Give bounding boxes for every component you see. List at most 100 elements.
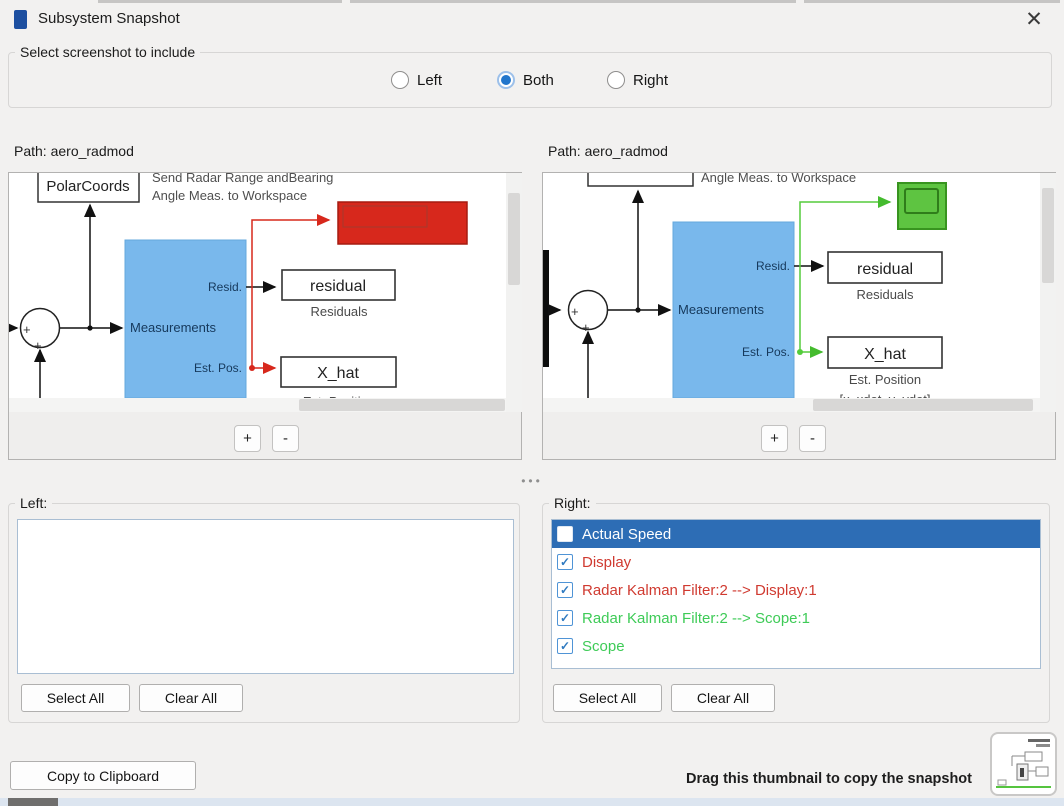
- left-diagram-canvas[interactable]: PolarCoords Send Radar Range andBearing …: [9, 173, 506, 398]
- right-horizontal-scrollbar[interactable]: [543, 398, 1040, 412]
- est-position-caption: Est. Position: [303, 394, 375, 398]
- measurements-port-label: Measurements: [130, 320, 216, 335]
- right-diagram-canvas[interactable]: Angle Meas. to Workspace + + Measurement…: [543, 173, 1040, 398]
- list-item-label: Display: [582, 553, 632, 571]
- list-item-label: Actual Speed: [582, 525, 672, 543]
- sum-plus: +: [582, 320, 590, 335]
- sum-plus: +: [23, 322, 31, 337]
- right-list-groupbox: Right: Actual Speed ✓ Display ✓ Radar Kalman…: [542, 495, 1050, 723]
- background-taskbar-strip: [0, 798, 1064, 806]
- left-zoom-in-button[interactable]: +: [234, 425, 261, 452]
- top-block-partial: [587, 173, 694, 187]
- radio-circle-icon[interactable]: [391, 71, 409, 89]
- scope-screen: [904, 188, 939, 214]
- close-icon[interactable]: ✕: [1025, 7, 1043, 31]
- radio-circle-icon[interactable]: [607, 71, 625, 89]
- list-item[interactable]: ✓ Radar Kalman Filter:2 --> Scope:1: [552, 604, 1040, 632]
- right-path-label: Path: aero_radmod: [548, 143, 668, 159]
- radio-both[interactable]: Both: [497, 71, 554, 89]
- est-position-caption2: [x_xdot_y_ydot]: [839, 392, 930, 398]
- splitter-handle[interactable]: •••: [521, 474, 543, 488]
- radio-label: Right: [633, 71, 669, 89]
- left-list[interactable]: [17, 519, 514, 674]
- list-item[interactable]: ✓ Display: [552, 548, 1040, 576]
- right-list-legend: Right:: [549, 495, 596, 511]
- left-list-groupbox: Left: Select All Clear All: [8, 495, 520, 723]
- checkbox-checked-icon[interactable]: ✓: [557, 554, 573, 570]
- background-window-edge: [804, 0, 1060, 3]
- est-position-caption: Est. Position: [849, 372, 921, 387]
- residual-label: residual: [857, 261, 913, 278]
- dialog-title: Subsystem Snapshot: [38, 10, 180, 27]
- checkbox-unchecked-icon[interactable]: [557, 526, 573, 542]
- sum-block: [19, 307, 61, 349]
- residual-block: [281, 269, 396, 301]
- copy-to-clipboard-button[interactable]: Copy to Clipboard: [10, 761, 196, 790]
- measurements-port-label: Measurements: [678, 302, 764, 317]
- right-diagram-svg: Angle Meas. to Workspace + + Measurement…: [543, 173, 947, 398]
- radio-label: Left: [417, 71, 443, 89]
- app-icon: [14, 10, 27, 29]
- sum-plus: +: [34, 338, 42, 353]
- sum-block: [567, 289, 609, 331]
- residual-label: residual: [310, 278, 366, 295]
- polarcoords-label: PolarCoords: [46, 178, 129, 195]
- radar-kalman-filter-block: [124, 239, 247, 398]
- background-taskbar-item: [8, 798, 58, 806]
- screenshot-groupbox: Select screenshot to include Left Both R…: [8, 44, 1052, 108]
- checkbox-checked-icon[interactable]: ✓: [557, 638, 573, 654]
- residuals-caption: Residuals: [310, 304, 368, 319]
- resid-port-label: Resid.: [756, 259, 790, 273]
- list-item[interactable]: Actual Speed: [552, 520, 1040, 548]
- right-diagram-panel: Angle Meas. to Workspace + + Measurement…: [542, 172, 1056, 460]
- to-workspace-inner-outline: [342, 205, 428, 228]
- annotation-line2: Angle Meas. to Workspace: [152, 188, 307, 203]
- sum-plus: +: [571, 304, 579, 319]
- snapshot-thumbnail[interactable]: [990, 732, 1057, 796]
- left-select-all-button[interactable]: Select All: [21, 684, 130, 712]
- checkbox-checked-icon[interactable]: ✓: [557, 582, 573, 598]
- est-pos-port-label: Est. Pos.: [194, 361, 242, 375]
- residual-block: [827, 251, 943, 284]
- radio-label: Both: [523, 71, 554, 89]
- annotation-line1: Send Radar Range andBearing: [152, 173, 333, 185]
- residuals-caption: Residuals: [856, 287, 914, 302]
- est-pos-port-label: Est. Pos.: [742, 345, 790, 359]
- list-item[interactable]: ✓ Radar Kalman Filter:2 --> Display:1: [552, 576, 1040, 604]
- left-vertical-scrollbar[interactable]: [506, 173, 522, 412]
- background-window-edge: [350, 0, 796, 3]
- right-zoom-in-button[interactable]: +: [761, 425, 788, 452]
- left-diagram-svg: PolarCoords Send Radar Range andBearing …: [9, 173, 468, 398]
- right-zoom-out-button[interactable]: -: [799, 425, 826, 452]
- left-clear-all-button[interactable]: Clear All: [139, 684, 243, 712]
- screenshot-groupbox-legend: Select screenshot to include: [15, 44, 201, 60]
- left-zoom-out-button[interactable]: -: [272, 425, 299, 452]
- xhat-block: [827, 336, 943, 369]
- polarcoords-block: [37, 173, 140, 203]
- xhat-block: [280, 356, 397, 388]
- annotation-line1: Angle Meas. to Workspace: [701, 173, 856, 185]
- radio-left[interactable]: Left: [391, 71, 442, 89]
- right-clear-all-button[interactable]: Clear All: [671, 684, 775, 712]
- resid-port-label: Resid.: [208, 280, 242, 294]
- right-select-all-button[interactable]: Select All: [553, 684, 662, 712]
- right-vertical-scrollbar[interactable]: [1040, 173, 1056, 412]
- left-edge-block-partial: [543, 250, 549, 367]
- drag-hint-text: Drag this thumbnail to copy the snapshot: [686, 771, 972, 787]
- list-item-label: Radar Kalman Filter:2 --> Display:1: [582, 581, 817, 599]
- list-item-label: Radar Kalman Filter:2 --> Scope:1: [582, 609, 811, 627]
- xhat-label: X_hat: [317, 365, 359, 382]
- left-horizontal-scrollbar[interactable]: [9, 398, 506, 412]
- radio-right[interactable]: Right: [607, 71, 668, 89]
- left-path-label: Path: aero_radmod: [14, 143, 134, 159]
- checkbox-checked-icon[interactable]: ✓: [557, 610, 573, 626]
- right-list[interactable]: Actual Speed ✓ Display ✓ Radar Kalman Filter…: [551, 519, 1041, 669]
- background-window-edge: [98, 0, 342, 3]
- list-item-label: Scope: [582, 637, 625, 655]
- radar-kalman-filter-block: [672, 221, 795, 398]
- list-item[interactable]: ✓ Scope: [552, 632, 1040, 660]
- left-diagram-panel: PolarCoords Send Radar Range andBearing …: [8, 172, 522, 460]
- to-workspace-block-highlight: [337, 201, 468, 245]
- radio-circle-icon[interactable]: [497, 71, 515, 89]
